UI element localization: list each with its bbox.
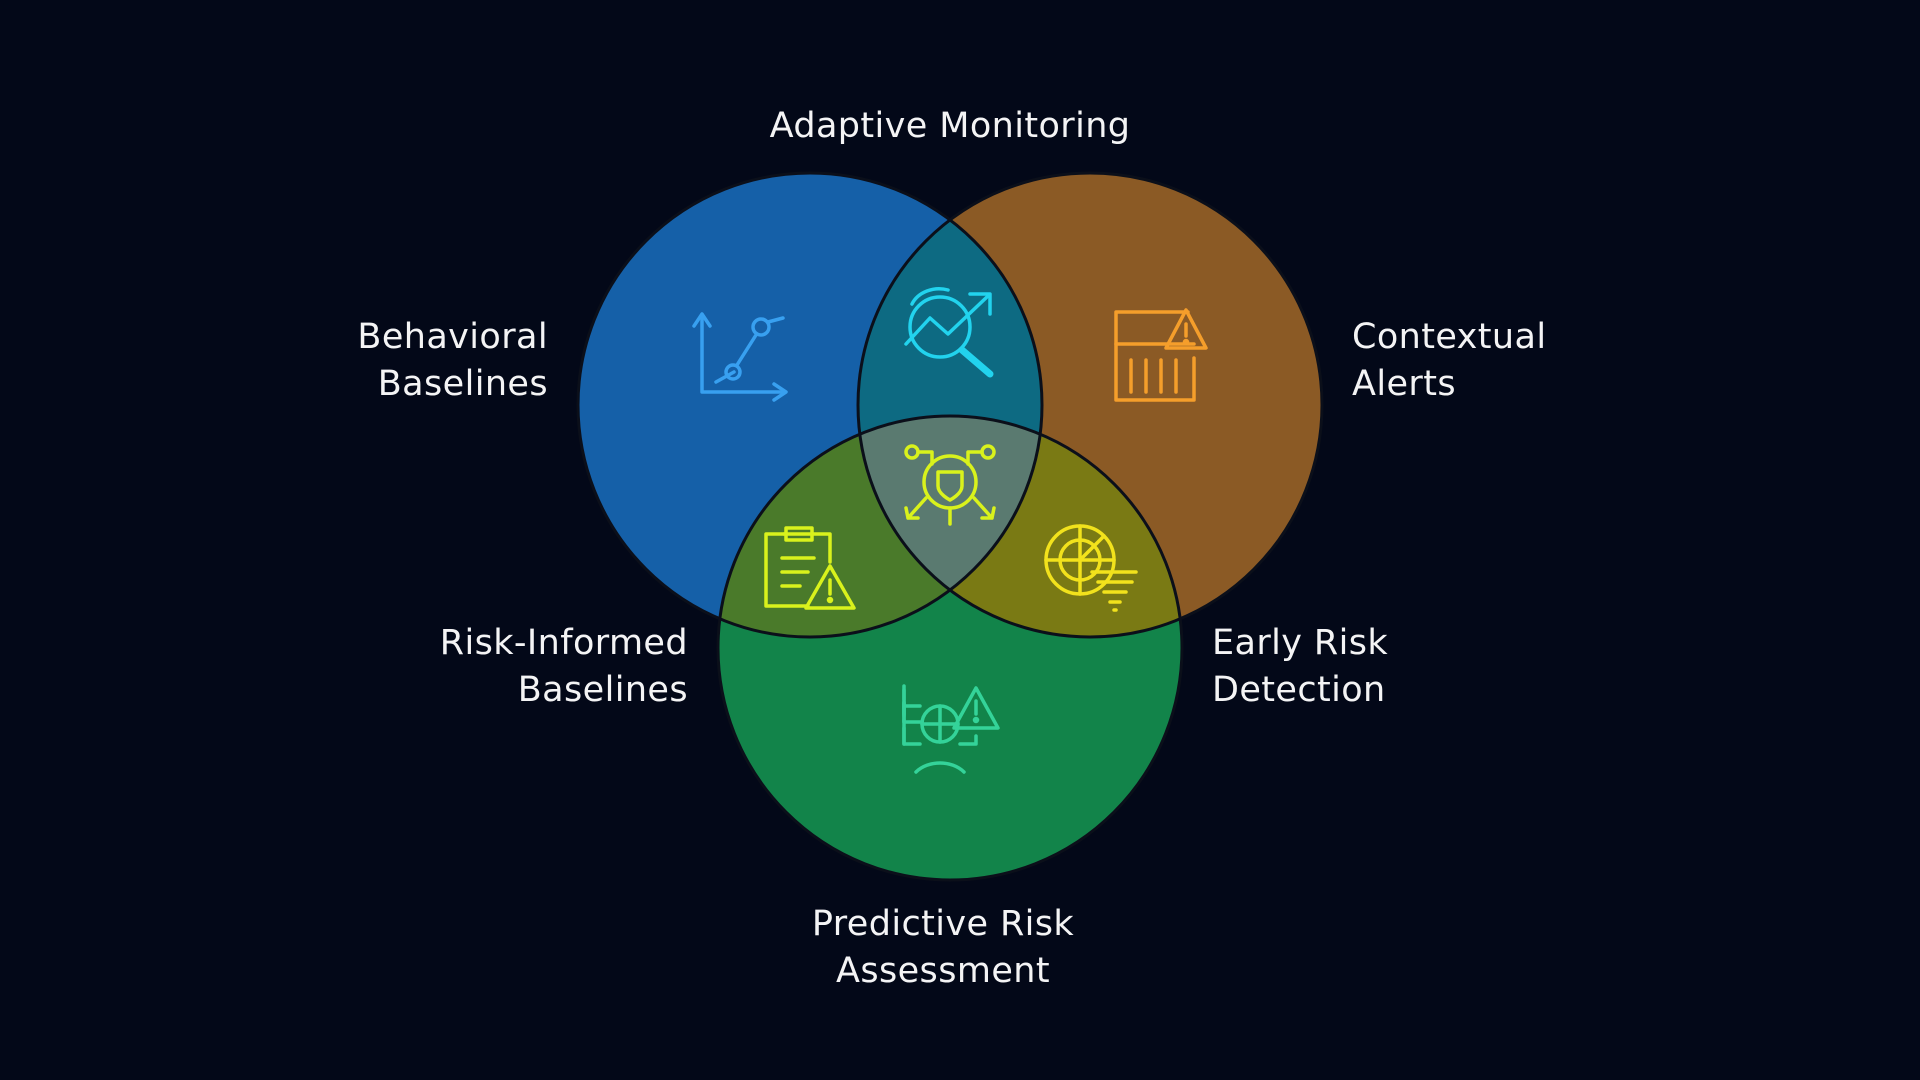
label-predictive-risk-assessment: Predictive Risk Assessment	[743, 901, 1143, 995]
label-behavioral-baselines: Behavioral Baselines	[300, 314, 548, 408]
shield-network-icon	[904, 444, 996, 526]
label-adaptive-monitoring: Adaptive Monitoring	[700, 103, 1200, 150]
label-early-risk-detection-line2: Detection	[1212, 670, 1386, 710]
label-risk-informed-baselines-line1: Risk-Informed	[439, 623, 688, 663]
label-adaptive-monitoring-text: Adaptive Monitoring	[769, 106, 1131, 146]
label-risk-informed-baselines: Risk-Informed Baselines	[340, 620, 688, 714]
line-chart-icon	[692, 312, 788, 402]
label-behavioral-baselines-line2: Baselines	[377, 364, 548, 404]
overlap-risk-informed-baselines	[718, 416, 1042, 637]
label-early-risk-detection-line1: Early Risk	[1212, 623, 1389, 663]
overlap-early-risk-detection	[858, 416, 1182, 637]
label-early-risk-detection: Early Risk Detection	[1212, 620, 1512, 714]
radar-tornado-icon	[1044, 524, 1138, 612]
face-scan-warning-icon	[902, 684, 1000, 774]
label-contextual-alerts-line1: Contextual	[1352, 317, 1547, 357]
trend-magnifier-icon	[904, 287, 994, 378]
alert-barrier-icon	[1114, 308, 1208, 402]
clipboard-warning-icon	[764, 526, 856, 610]
label-predictive-risk-assessment-line1: Predictive Risk	[811, 904, 1075, 944]
label-predictive-risk-assessment-line2: Assessment	[836, 951, 1050, 991]
label-behavioral-baselines-line1: Behavioral	[357, 317, 548, 357]
label-contextual-alerts: Contextual Alerts	[1352, 314, 1652, 408]
label-risk-informed-baselines-line2: Baselines	[517, 670, 688, 710]
label-contextual-alerts-line2: Alerts	[1352, 364, 1456, 404]
